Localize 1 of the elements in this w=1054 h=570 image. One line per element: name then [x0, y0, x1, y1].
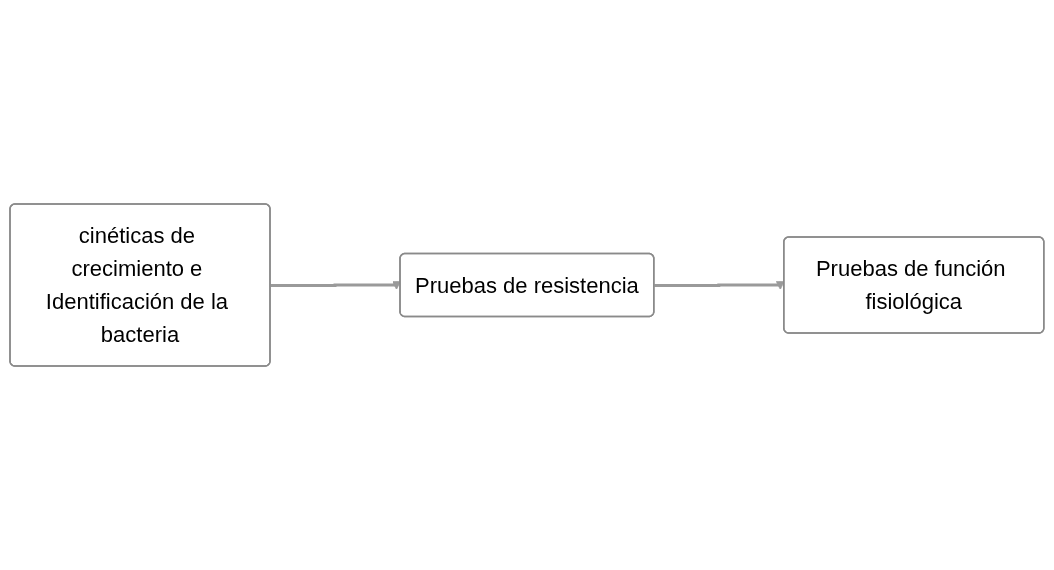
arrow	[270, 281, 401, 290]
